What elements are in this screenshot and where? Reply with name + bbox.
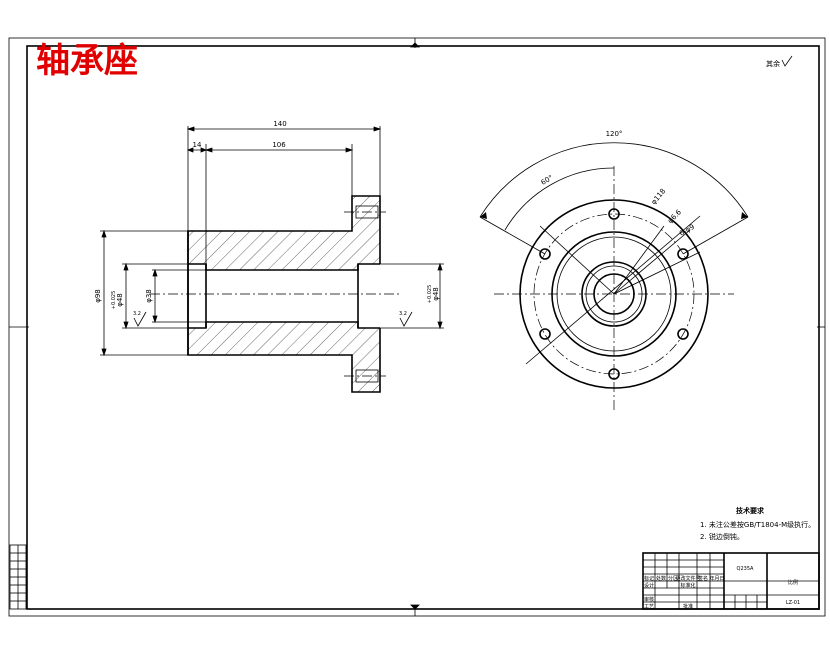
row-label: 标记 (644, 575, 654, 582)
angle-120-text: 120° (606, 130, 623, 138)
side-end-view: 120° 60° φ118 φ6.6 6-φ9 (479, 130, 749, 410)
dim-overall-length (186, 126, 382, 231)
roughness-symbol-left: 3.2 (133, 311, 147, 327)
body-circle (551, 231, 677, 357)
dim-outer-diameter (100, 229, 188, 357)
counterbore-circle (585, 265, 643, 323)
row-label: 签名 (698, 575, 708, 582)
row-label: 处数 (656, 575, 666, 582)
body-inner-circle (556, 236, 672, 352)
dim-flange-width (186, 144, 208, 264)
bore-lower (188, 321, 380, 329)
material-text: Q235A (737, 566, 754, 572)
margin-zone-blocks (9, 544, 27, 610)
bolt-hole (608, 208, 620, 220)
front-section-view: 140 14 106 φ98 (94, 120, 444, 393)
standardize-label: 标准化 (680, 582, 695, 589)
dim-flange-width-text: 14 (193, 141, 202, 149)
dim-bore-left-text: φ48 (116, 293, 124, 307)
dim-center-hole-text: φ38 (145, 289, 153, 303)
bolt-hole (539, 328, 551, 340)
hatch-lower (188, 322, 380, 392)
roughness-right-text: 3.2 (399, 311, 407, 317)
flange-hole-top (355, 205, 379, 219)
dim-bore-depth (204, 144, 354, 196)
row-label: 更改文件号 (675, 575, 700, 582)
bolt-hole (608, 368, 620, 380)
angle-120-arc (479, 142, 749, 218)
tech-req-line-2: 2. 锐边倒钝。 (700, 532, 744, 541)
body-outline-lower (187, 231, 381, 393)
bolt-hole (677, 328, 689, 340)
center-hole-circle (593, 273, 635, 315)
dim-bore-depth-text: 106 (272, 141, 286, 149)
dim-bore-left-tol: +0.025 (111, 291, 117, 310)
technical-requirements: 技术要求 1. 未注公差按GB/T1804-M级执行。 2. 锐边倒钝。 (700, 506, 815, 541)
dim-bore-left (122, 262, 188, 330)
approve-label: 批准 (683, 603, 693, 610)
tech-req-heading: 技术要求 (736, 506, 765, 515)
roughness-symbol-right: 3.2 (399, 311, 413, 327)
dim-outer-diameter-text: φ98 (94, 289, 102, 303)
dim-bore-right-tol: +0.025 (427, 285, 433, 304)
bore-upper (188, 263, 380, 271)
radial-leaders (525, 215, 701, 365)
title-block: Q235A 比例 LZ-01 标记 处数 分区 更改文件号 签名 年月日 设计 … (642, 552, 820, 610)
check-label: 审核 (644, 596, 654, 603)
row-label: 年月日 (709, 575, 724, 582)
bore-circle (581, 261, 647, 327)
dim-bore-right (380, 262, 444, 330)
centering-marks (9, 38, 825, 616)
dim-overall-length-text: 140 (273, 120, 286, 128)
angle-60-arc (504, 167, 615, 231)
craft-label: 工艺 (644, 604, 654, 610)
default-roughness-note: 其余 (766, 55, 793, 68)
tech-req-line-1: 1. 未注公差按GB/T1804-M级执行。 (700, 520, 815, 529)
scale-label: 比例 (788, 579, 798, 586)
flange-hole-bottom (355, 369, 379, 383)
angle-60-text: 60° (540, 174, 555, 187)
outer-flange-circle (519, 199, 709, 389)
bolt-holes (539, 208, 689, 380)
dim-pcd-text: φ118 (650, 187, 668, 206)
dim-bore-right-text: φ48 (432, 287, 440, 301)
bolt-hole (677, 248, 689, 260)
dim-center-hole (152, 268, 188, 324)
drawing-title: 轴承座 (36, 41, 138, 81)
row-label: 分区 (668, 575, 678, 582)
inner-frame (26, 45, 820, 610)
design-label: 设计 (644, 582, 654, 589)
roughness-left-text: 3.2 (133, 311, 141, 317)
bolt-hole (539, 248, 551, 260)
drawing-number-text: LZ-01 (786, 600, 800, 606)
bolt-circle (533, 213, 695, 375)
default-roughness-label: 其余 (766, 59, 780, 68)
